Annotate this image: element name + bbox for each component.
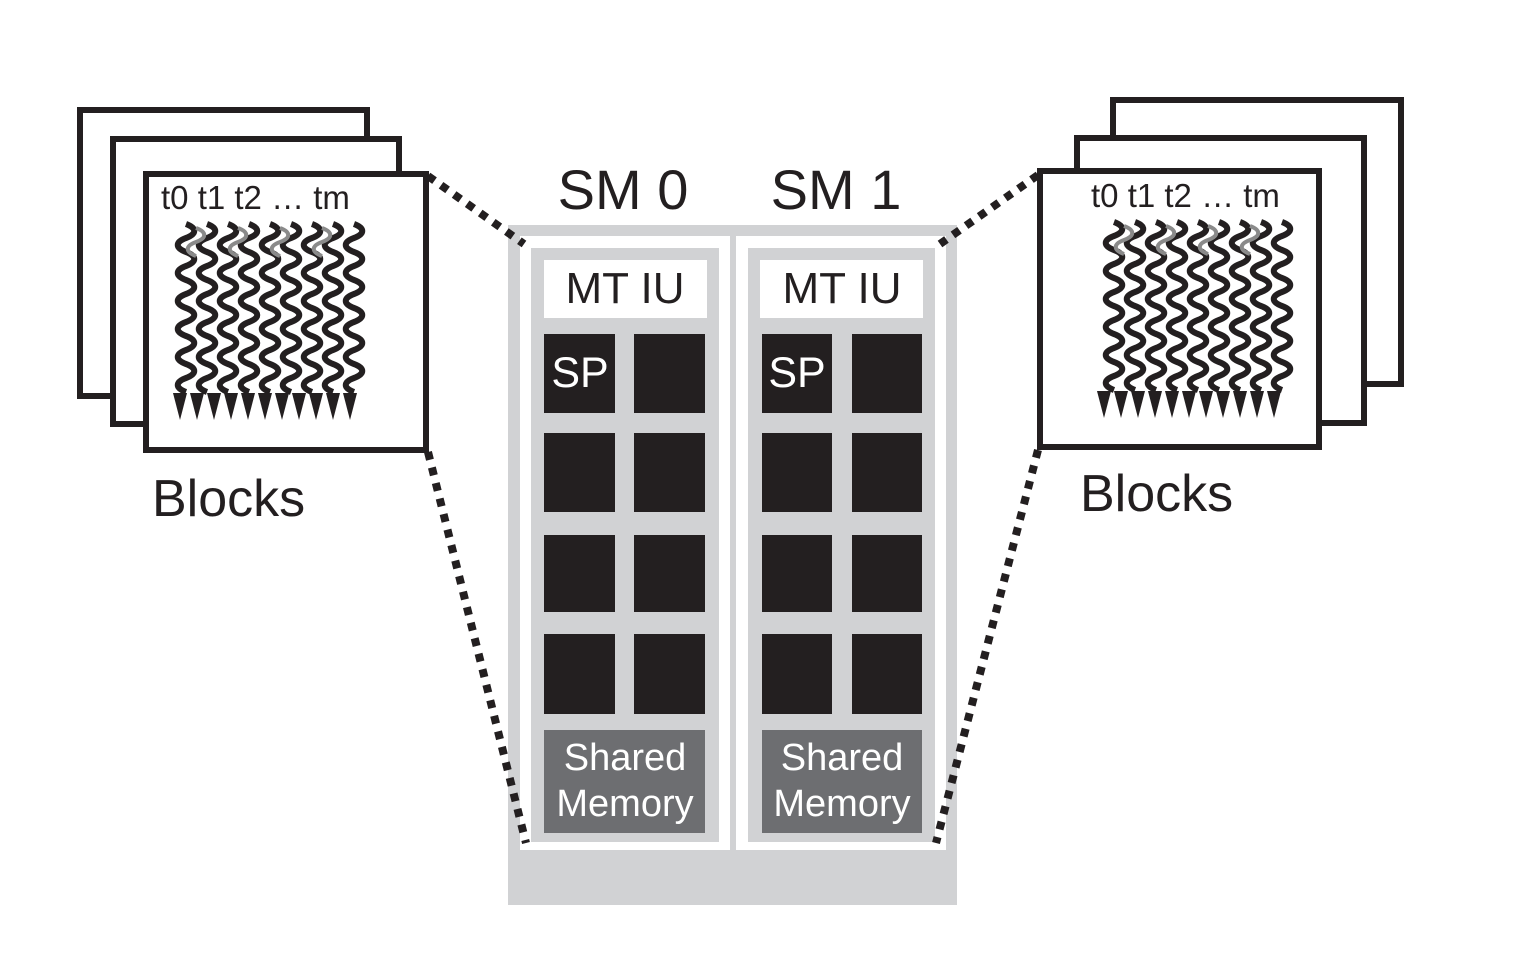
- left-top-projection: [425, 172, 527, 248]
- shared-memory-label-line1: Shared: [564, 737, 687, 779]
- thread-arrowheads: [1097, 391, 1281, 418]
- sp-core: [762, 334, 832, 413]
- shared-memory-box: [762, 730, 922, 833]
- left-bottom-projection: [424, 451, 530, 844]
- sp-core: [852, 634, 922, 714]
- sp-core: [852, 535, 922, 612]
- mt-iu-label: MT IU: [566, 264, 685, 313]
- shared-memory-label-line2: Memory: [773, 783, 910, 825]
- sp-core: [544, 334, 615, 413]
- mt-iu-box: [760, 260, 923, 318]
- shared-memory-label-line1: Shared: [781, 737, 904, 779]
- sp-grid: [544, 334, 705, 714]
- sp-core: [634, 634, 705, 714]
- sp-core: [762, 433, 832, 512]
- sp-core: [762, 634, 832, 714]
- sp-core: [852, 433, 922, 512]
- left-block-stack: t0 t1 t2 … tm Blocks: [77, 107, 429, 528]
- sp-core: [634, 535, 705, 612]
- mt-iu-label: MT IU: [783, 264, 902, 313]
- thread-labels: t0 t1 t2 … tm: [161, 179, 350, 216]
- sm-0: SM 0 MT IU SP Shared Memory: [520, 158, 730, 850]
- sp-core: [634, 433, 705, 512]
- right-top-projection: [937, 171, 1041, 248]
- projection-lines: [424, 171, 1042, 845]
- blocks-label: Blocks: [152, 470, 305, 528]
- right-bottom-projection: [932, 448, 1042, 845]
- sp-label: SP: [768, 349, 825, 397]
- mt-iu-box: [544, 260, 707, 318]
- blocks-label: Blocks: [1080, 465, 1233, 523]
- thread-labels: t0 t1 t2 … tm: [1091, 177, 1280, 214]
- sp-core: [634, 334, 705, 413]
- sp-core: [852, 334, 922, 413]
- sp-grid: [762, 334, 922, 714]
- sp-label: SP: [551, 349, 608, 397]
- sm-title: SM 0: [558, 158, 689, 221]
- right-block-stack: t0 t1 t2 … tm Blocks: [1037, 97, 1404, 523]
- sp-core: [544, 535, 615, 612]
- shared-memory-label-line2: Memory: [556, 783, 693, 825]
- sm-title: SM 1: [771, 158, 902, 221]
- sp-core: [544, 433, 615, 512]
- thread-arrowheads: [173, 393, 357, 420]
- shared-memory-box: [544, 730, 705, 833]
- sm-1: SM 1 MT IU SP Shared Memory: [736, 158, 946, 850]
- sp-core: [762, 535, 832, 612]
- sp-core: [544, 634, 615, 714]
